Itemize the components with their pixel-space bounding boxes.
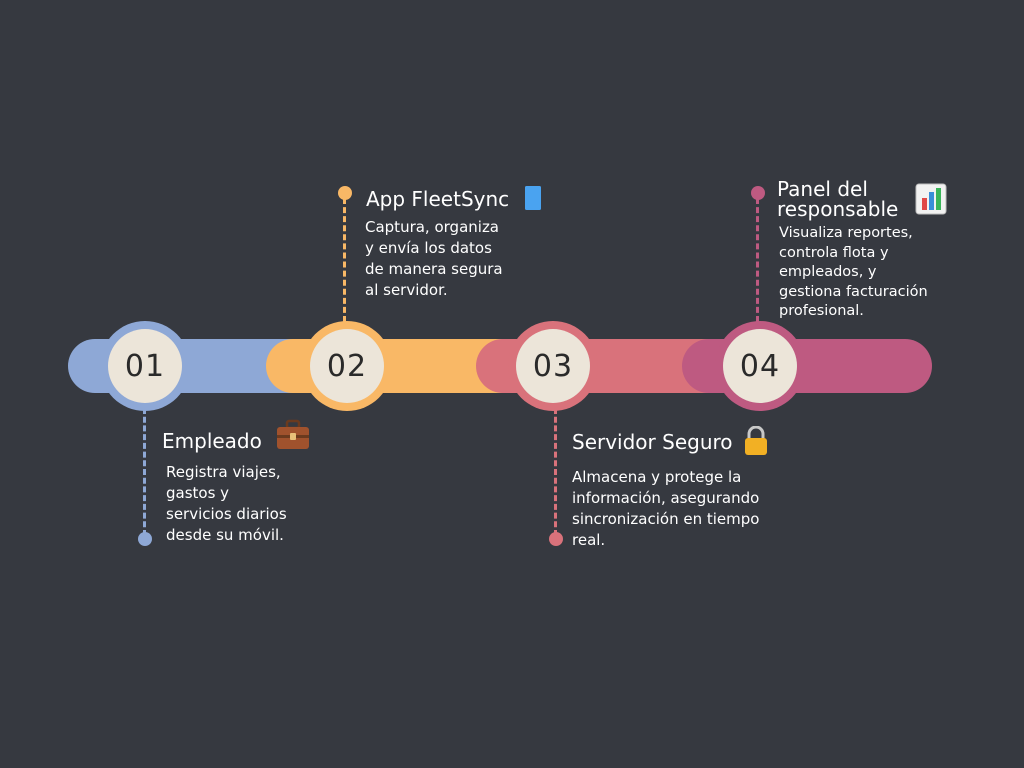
step-1-description: Registra viajes, gastos y servicios diar… [166,462,287,546]
step-4-desc-line: controla flota y [779,244,889,261]
step-3-title: Servidor Seguro [572,430,733,454]
step-3-description: Almacena y protege la información, asegu… [572,467,759,551]
phone-icon [525,186,541,210]
step-2-desc-line: al servidor. [365,281,448,299]
step-2-title: App FleetSync [366,187,510,211]
lock-icon [745,426,767,455]
step-1-desc-line: gastos y [166,484,230,502]
step-4-number: 04 [723,329,797,403]
step-3-circle: 03 [508,321,598,411]
step-4-connector [756,198,759,322]
briefcase-icon [277,419,309,449]
step-3-desc-line: información, asegurando [572,489,760,507]
step-1-desc-line: servicios diarios [166,505,287,523]
step-4-title-line: responsable [777,197,899,221]
step-4-desc-line: gestiona facturación [779,283,928,300]
step-2-connector [343,198,346,322]
step-4-desc-line: empleados, y [779,264,877,280]
step-2-description: Captura, organiza y envía los datos de m… [365,217,503,301]
step-2-circle: 02 [302,321,392,411]
step-3-desc-line: sincronización en tiempo [572,510,760,528]
bar-chart-icon [915,183,947,215]
step-2-desc-line: de manera segura [365,260,503,278]
step-3-connector [554,408,557,536]
step-1-dot [138,532,152,546]
step-2-desc-line: Captura, organiza [365,218,500,236]
step-3-number: 03 [516,329,590,403]
step-4-title-line: Panel del [777,177,868,201]
step-2-dot [338,186,352,200]
step-4-desc-line: profesional. [779,303,864,319]
step-4-dot [751,186,765,200]
step-4-desc-line: Visualiza reportes, [779,225,913,241]
step-4-description: Visualiza reportes, controla flota y emp… [779,224,928,322]
step-3-desc-line: real. [572,531,606,549]
step-3-dot [549,532,563,546]
step-4-circle: 04 [715,321,805,411]
step-1-connector [143,408,146,536]
step-2-desc-line: y envía los datos [365,239,492,257]
step-1-circle: 01 [100,321,190,411]
step-2-number: 02 [310,329,384,403]
step-1-number: 01 [108,329,182,403]
step-3-desc-line: Almacena y protege la [572,468,742,486]
step-1-desc-line: desde su móvil. [166,526,284,544]
step-1-desc-line: Registra viajes, [166,463,281,481]
step-1-title: Empleado [162,429,262,453]
step-4-title: Panel del responsable [777,179,898,219]
